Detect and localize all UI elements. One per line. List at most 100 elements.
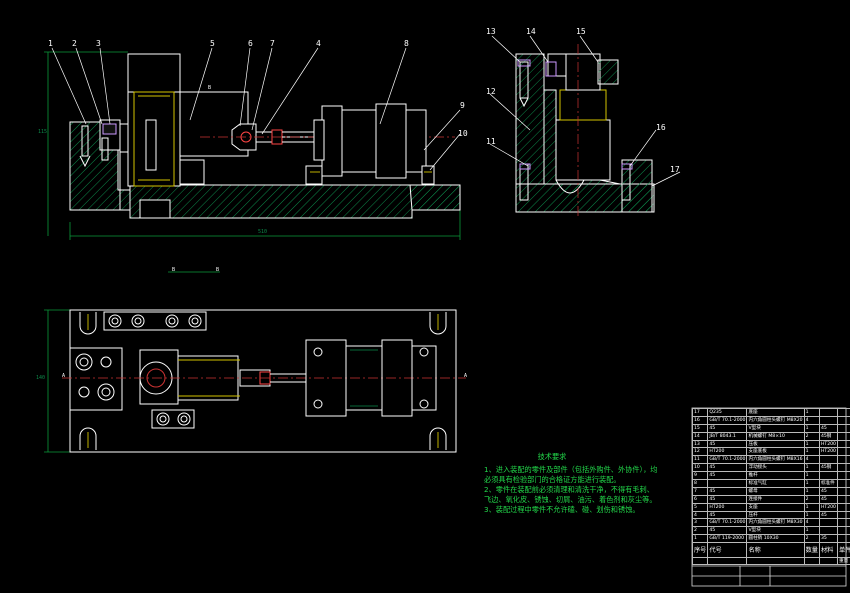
callout-15: 15	[576, 27, 586, 36]
bom-cell: 9	[691, 471, 709, 481]
bom-cell: 1	[803, 526, 820, 536]
callout-9: 9	[460, 101, 465, 110]
bom-cell: GB/T 70.1-2000	[707, 415, 748, 425]
bom-cell: 5	[691, 502, 709, 512]
bom-cell: HT200	[707, 447, 748, 457]
bom-cell: 7	[691, 486, 709, 496]
bom-cell: HT200	[818, 502, 838, 512]
callout-4: 4	[316, 39, 321, 48]
bom-cell: V型块	[746, 423, 805, 433]
bom-cell: 14	[691, 431, 709, 441]
bom-cell: 内六角圆柱头螺钉 M8X20	[746, 415, 805, 425]
bom-cell: 1	[691, 534, 709, 544]
bom-cell	[836, 423, 850, 433]
bom-cell: 压杆	[746, 510, 805, 520]
bom-subheader-cell	[707, 557, 748, 566]
bom-cell: 支座底板	[746, 447, 805, 457]
bom-subheader-cell: 重量	[836, 557, 850, 566]
bom-cell	[836, 415, 850, 425]
bom-cell: 45	[707, 439, 748, 449]
bom-cell: 压板	[746, 439, 805, 449]
bom-cell: 45	[707, 510, 748, 520]
callout-1: 1	[48, 39, 53, 48]
bom-cell: 17	[691, 408, 709, 417]
bom-cell: 45	[707, 494, 748, 504]
bom-cell: 标准气缸	[746, 479, 805, 488]
tech-item-2: 2、零件在装配前必须清理和清洗干净，不得有毛刺、飞边、氧化皮、锈蚀、切屑、油污、…	[484, 485, 657, 504]
bom-cell: 连接件	[746, 494, 805, 504]
bom-cell: 1	[803, 486, 820, 496]
bom-header-row: 序号代号名称数量材料单件总计备注	[691, 542, 850, 559]
bom-header-cell: 名称	[746, 542, 805, 559]
bom-cell: HT200	[818, 447, 838, 457]
bom-cell: 45	[707, 423, 748, 433]
bom-cell	[818, 408, 838, 417]
bom-cell: 机械螺钉 M8×10	[746, 431, 805, 441]
bom-header-cell: 代号	[707, 542, 748, 559]
bom-cell: 4	[803, 518, 820, 528]
bom-cell: 4	[803, 415, 820, 425]
callout-2: 2	[72, 39, 77, 48]
callout-8: 8	[404, 39, 409, 48]
bom-cell: 10	[691, 463, 709, 473]
bom-cell: 45	[818, 486, 838, 496]
bom-cell: 35	[818, 534, 838, 544]
bom-cell: 45	[707, 471, 748, 481]
bom-cell	[836, 486, 850, 496]
bom-cell	[836, 494, 850, 504]
bom-cell: 1	[803, 510, 820, 520]
bom-cell	[836, 439, 850, 449]
section-mark-left: B	[172, 267, 176, 273]
bom-header-cell: 数量	[803, 542, 820, 559]
callout-13: 13	[486, 27, 496, 36]
bom-cell: HT200	[818, 439, 838, 449]
bom-cell: 1	[803, 423, 820, 433]
technical-requirements: 技术要求 1、进入装配的零件及部件（包括外购件、外协件），均必须具有检验部门的合…	[484, 452, 660, 515]
bom-cell: 11	[691, 455, 709, 465]
bom-cell: 1	[803, 408, 820, 417]
bom-cell: 2	[803, 534, 820, 544]
bom-cell	[836, 408, 850, 417]
bom-cell: 45	[707, 486, 748, 496]
bom-cell: 底座	[746, 408, 805, 417]
bom-cell: 45	[818, 494, 838, 504]
bom-cell	[818, 526, 838, 536]
dim-height: 115	[38, 129, 48, 135]
callout-3: 3	[96, 39, 101, 48]
bom-cell: 16	[691, 415, 709, 425]
bom-cell: 13	[691, 439, 709, 449]
bom-cell: 2	[803, 494, 820, 504]
bom-cell	[836, 431, 850, 441]
bom-cell	[836, 471, 850, 481]
bom-cell: 标准件	[818, 479, 838, 488]
bom-cell	[836, 510, 850, 520]
bom-cell	[836, 518, 850, 528]
bom-cell: 12	[691, 447, 709, 457]
bom-cell	[818, 471, 838, 481]
bom-cell: 浮动接头	[746, 463, 805, 473]
bom-cell	[818, 455, 838, 465]
cut-mark-left: A	[62, 373, 66, 379]
bom-cell: 内六角圆柱头螺钉 M8X30	[746, 518, 805, 528]
bom-cell: 4	[691, 510, 709, 520]
bom-cell: 推杆	[746, 471, 805, 481]
bom-cell	[818, 518, 838, 528]
tech-item-3: 3、装配过程中零件不允许磕、碰、划伤和锈蚀。	[484, 505, 640, 514]
bom-cell: 15	[691, 423, 709, 433]
bom-cell: 1	[803, 463, 820, 473]
bom-cell: 内六角圆柱头螺钉 M8X16	[746, 455, 805, 465]
bom-cell: GB/T 70.1-2000	[707, 455, 748, 465]
bom-cell: 2	[803, 431, 820, 441]
bom-header-cell: 单件	[836, 542, 850, 559]
